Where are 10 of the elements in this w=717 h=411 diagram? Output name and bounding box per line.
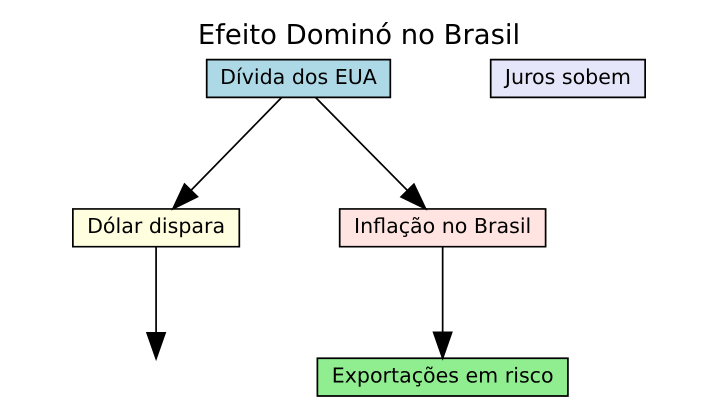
- node-box: Exportações em risco: [316, 357, 568, 397]
- arrow: [145, 246, 166, 362]
- node-box: Juros sobem: [489, 58, 646, 98]
- node-box: Inflação no Brasil: [338, 208, 546, 248]
- arrow: [314, 96, 427, 211]
- node-box: Dólar dispara: [72, 208, 240, 248]
- node-box: Dívida dos EUA: [205, 58, 391, 98]
- arrow: [170, 96, 282, 211]
- arrow: [432, 246, 452, 361]
- diagram-title: Efeito Dominó no Brasil: [197, 20, 520, 51]
